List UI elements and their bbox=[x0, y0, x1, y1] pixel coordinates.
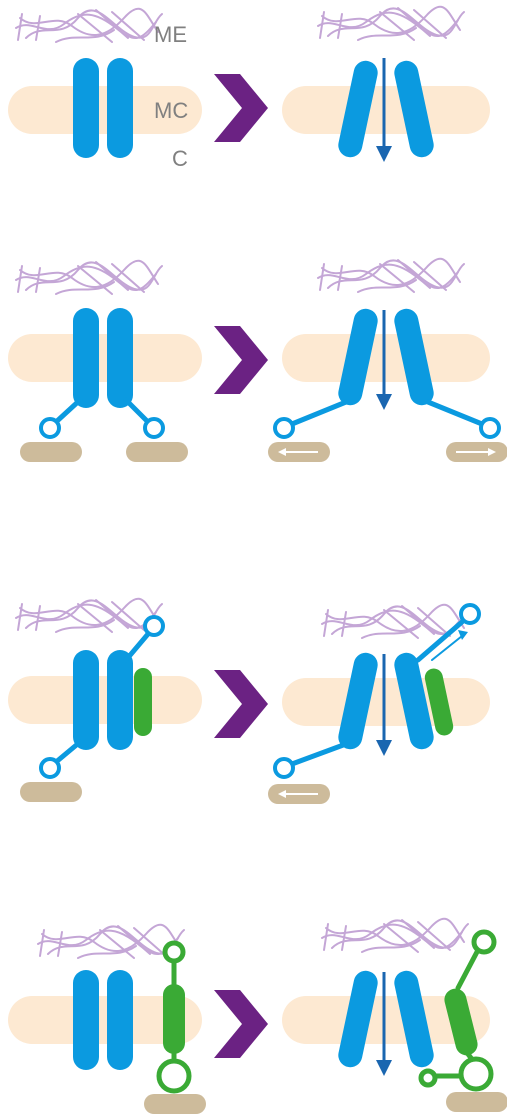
cytoskeleton-anchor bbox=[144, 1094, 206, 1114]
membrane-label: MC bbox=[154, 98, 188, 123]
transition-arrow bbox=[214, 74, 268, 142]
intracellular-tether-right bbox=[126, 400, 148, 422]
channel-subunit-right bbox=[107, 650, 133, 750]
accessory-transmembrane-protein bbox=[163, 984, 185, 1054]
row-1-open-panel bbox=[282, 7, 490, 162]
channel-subunit-left bbox=[73, 970, 99, 1070]
intracellular-tether bbox=[56, 742, 80, 762]
extracellular-matrix-fibers bbox=[38, 925, 184, 958]
ion-flux-arrowhead bbox=[376, 394, 392, 410]
extracellular-tether-ring bbox=[145, 617, 163, 635]
transition-arrow bbox=[214, 670, 268, 738]
row-2-open-panel bbox=[268, 259, 507, 462]
row-1-force-from-lipid: ME MC C bbox=[8, 7, 490, 171]
extracellular-matrix-fibers bbox=[318, 259, 464, 292]
stretch-arrow bbox=[432, 636, 462, 660]
cytoskeleton-anchor-right bbox=[126, 442, 188, 462]
channel-subunit-left bbox=[73, 650, 99, 750]
transition-arrow bbox=[214, 326, 268, 394]
extracellular-matrix-fibers bbox=[322, 919, 468, 952]
matrix-label: ME bbox=[154, 22, 187, 47]
row-3-open-panel bbox=[268, 605, 490, 804]
cytoplasm-label: C bbox=[172, 146, 188, 171]
extracellular-matrix-fibers bbox=[318, 7, 464, 40]
cytoskeleton-anchor bbox=[20, 782, 82, 802]
intracellular-tether bbox=[292, 744, 346, 764]
row-4-closed-panel bbox=[8, 925, 206, 1114]
accessory-transmembrane-protein bbox=[134, 668, 152, 736]
accessory-intracellular-ring bbox=[461, 1059, 491, 1089]
extracellular-matrix-fibers bbox=[16, 9, 162, 42]
intracellular-tether-left bbox=[292, 402, 346, 424]
accessory-extracellular-ring bbox=[474, 932, 494, 952]
accessory-side-ring bbox=[421, 1071, 435, 1085]
row-3-extra-and-intracellular-tether bbox=[8, 599, 490, 804]
accessory-extracellular-tether bbox=[458, 950, 478, 988]
tether-ring-left bbox=[41, 419, 59, 437]
row-2-closed-panel bbox=[8, 261, 202, 462]
membrane bbox=[8, 676, 202, 724]
row-4-accessory-protein-tether bbox=[8, 919, 507, 1114]
extracellular-tether bbox=[126, 634, 148, 660]
channel-subunit-right bbox=[107, 970, 133, 1070]
intracellular-tether-right bbox=[428, 402, 482, 424]
row-3-closed-panel bbox=[8, 599, 202, 802]
accessory-extracellular-ring bbox=[165, 943, 183, 961]
extracellular-matrix-fibers bbox=[16, 599, 162, 632]
membrane bbox=[282, 334, 490, 382]
accessory-intracellular-ring bbox=[159, 1061, 189, 1091]
intracellular-tether-ring bbox=[41, 759, 59, 777]
row-2-intracellular-tether bbox=[8, 259, 507, 462]
channel-subunit-left bbox=[73, 58, 99, 158]
intracellular-tether-ring bbox=[275, 759, 293, 777]
tether-ring-right bbox=[145, 419, 163, 437]
cytoskeleton-anchor-left bbox=[20, 442, 82, 462]
transition-arrow bbox=[214, 990, 268, 1058]
intracellular-tether-left bbox=[56, 400, 80, 422]
row-4-open-panel bbox=[282, 919, 507, 1112]
channel-subunit-left bbox=[73, 308, 99, 408]
channel-subunit-right bbox=[107, 58, 133, 158]
tether-ring-left bbox=[275, 419, 293, 437]
row-1-closed-panel: ME MC C bbox=[8, 9, 202, 171]
extracellular-tether-ring bbox=[461, 605, 479, 623]
membrane bbox=[282, 86, 490, 134]
extracellular-matrix-fibers bbox=[16, 261, 162, 294]
cytoskeleton-anchor bbox=[446, 1092, 507, 1112]
channel-subunit-right bbox=[107, 308, 133, 408]
tether-ring-right bbox=[481, 419, 499, 437]
ion-flux-arrowhead bbox=[376, 740, 392, 756]
ion-flux-arrowhead bbox=[376, 146, 392, 162]
membrane bbox=[8, 334, 202, 382]
ion-flux-arrowhead bbox=[376, 1060, 392, 1076]
membrane bbox=[282, 678, 490, 726]
